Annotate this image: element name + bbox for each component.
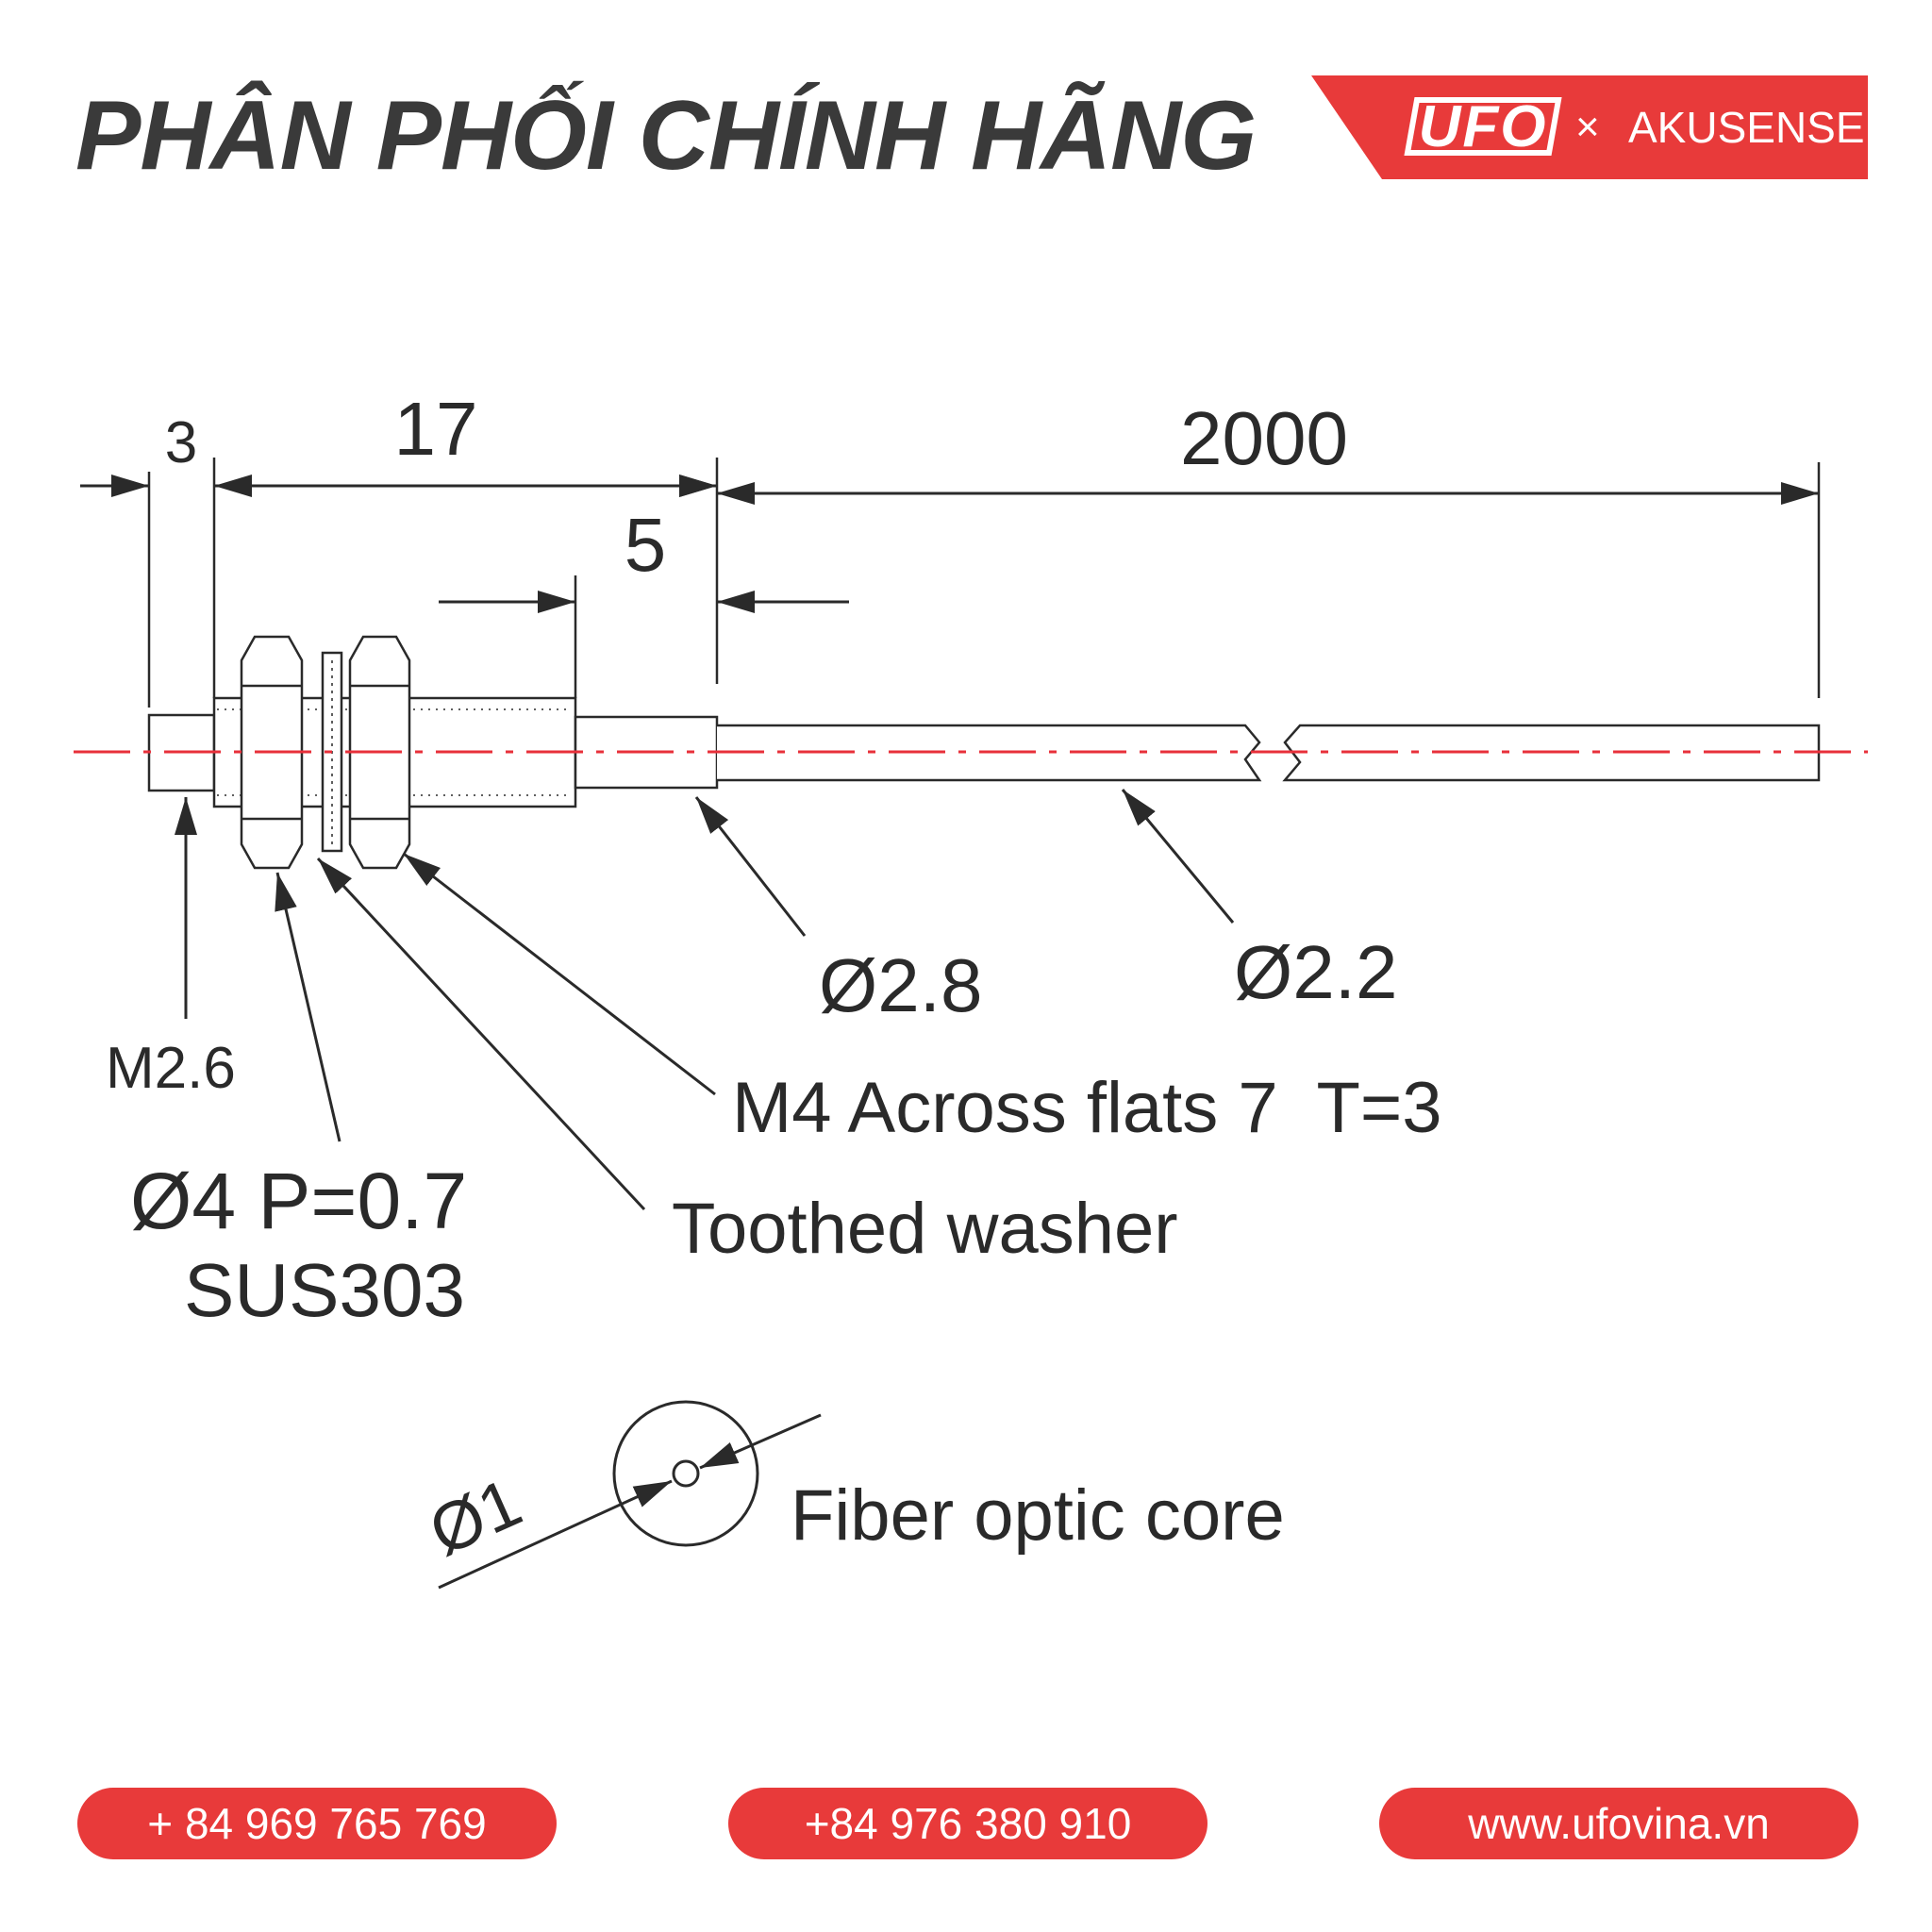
label-d22: Ø2.2 [1234,930,1397,1014]
label-d28: Ø2.8 [819,943,982,1027]
brand-banner: UFO × AKUSENSE [1311,75,1868,179]
core-label: Fiber optic core [791,1475,1285,1556]
leader-d22 [1121,789,1235,924]
label-m26: M2.6 [106,1036,236,1101]
phone-button-2[interactable]: +84 976 380 910 [728,1788,1208,1859]
brand-partner-name: AKUSENSE [1628,103,1865,152]
leader-nut [403,852,716,1096]
core-leader-right [699,1413,822,1470]
dim-5-label: 5 [625,503,667,587]
core-diameter-label: Ø1 [419,1464,532,1570]
website-button[interactable]: www.ufovina.vn [1379,1788,1858,1859]
ufo-logo-frame [1404,97,1562,156]
core-leader-left [438,1479,673,1590]
leader-lines [175,789,1235,1211]
dim-17-label: 17 [394,387,478,471]
brand-separator: × [1575,104,1600,150]
core-outer-circle [612,1400,759,1547]
dim-2000-label: 2000 [1180,396,1348,480]
page-title: PHÂN PHỐI CHÍNH HÃNG [75,81,1257,191]
label-nut: M4 Across flats 7 T=3 [732,1068,1442,1148]
core-inner-circle [672,1459,700,1488]
leader-d28 [694,796,807,937]
dimension-lines [80,475,1819,613]
label-thread: Ø4 P=0.7 [130,1157,467,1245]
ufo-logo: UFO [1404,93,1562,159]
phone-button-1[interactable]: + 84 969 765 769 [77,1788,557,1859]
dim-3-label: 3 [165,410,197,475]
label-material: SUS303 [184,1248,465,1332]
label-washer: Toothed washer [672,1189,1178,1269]
fiber-core-detail [438,1400,822,1590]
leader-washer [316,857,646,1211]
leader-thread [275,872,341,1142]
ufo-logo-text: UFO [1418,93,1548,159]
